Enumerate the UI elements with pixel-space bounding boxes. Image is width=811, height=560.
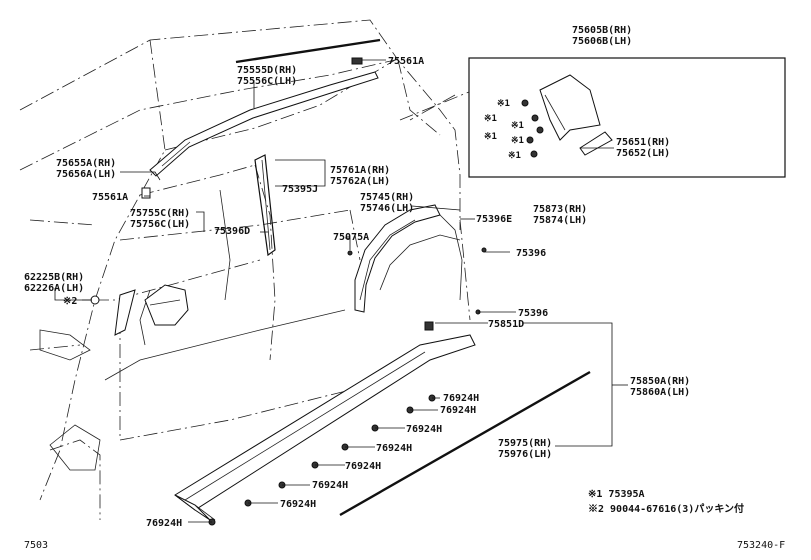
inset-note1-f: ※1 [508, 151, 521, 161]
vehicle-body-outline [19, 19, 471, 520]
label-75652: 75652(LH) [616, 148, 670, 159]
label-76924H-3: 76924H [406, 424, 442, 435]
label-75655A: 75655A(RH) [56, 158, 116, 169]
inset-note1-c: ※1 [511, 121, 524, 131]
door-frame [104, 154, 346, 381]
legend-note1: ※1 75395A [588, 489, 645, 500]
legend: ※1 75395A ※2 90044-67616(3)パッキン付 [588, 489, 744, 515]
front-lamp [39, 329, 91, 361]
fender-arch [347, 204, 487, 315]
inset-detail [399, 57, 786, 178]
label-75745: 75745(RH) [360, 192, 414, 203]
label-62225B: 62225B(RH) [24, 272, 84, 283]
side-skirt [174, 321, 591, 521]
label-75756C: 75756C(LH) [130, 219, 190, 230]
label-75396D: 75396D [214, 226, 250, 237]
label-75762A: 75762A(LH) [330, 176, 390, 187]
label-75975: 75975(RH) [498, 438, 552, 449]
label-76924H-5: 76924H [345, 461, 381, 472]
inset-note1-a: ※1 [497, 99, 510, 109]
label-75396E: 75396E [476, 214, 512, 225]
label-76924H-7: 76924H [280, 499, 316, 510]
label-76924H-2: 76924H [440, 405, 476, 416]
label-75873: 75873(RH) [533, 204, 587, 215]
label-76924H-8: 76924H [146, 518, 182, 529]
label-75874: 75874(LH) [533, 215, 587, 226]
label-62226A: 62226A(LH) [24, 283, 84, 294]
part-labels: 75605B(RH) 75606B(LH) 75555D(RH) 75556C(… [24, 25, 690, 529]
label-75075A: 75075A [333, 232, 369, 243]
label-75395J: 75395J [282, 184, 318, 195]
label-75746: 75746(LH) [360, 203, 414, 214]
label-75561A-top: 75561A [388, 56, 424, 67]
label-75396-b: 75396 [518, 308, 548, 319]
label-75860A: 75860A(LH) [630, 387, 690, 398]
label-75976: 75976(LH) [498, 449, 552, 460]
roof-clip-top [351, 57, 363, 65]
inset-note1-e: ※1 [511, 136, 524, 146]
label-75761A: 75761A(RH) [330, 165, 390, 176]
legend-note2: ※2 90044-67616(3)パッキン付 [588, 502, 744, 515]
label-75396-a: 75396 [516, 248, 546, 259]
label-75651: 75651(RH) [616, 137, 670, 148]
label-note2-marker: ※2 [63, 296, 77, 307]
label-75656A: 75656A(LH) [56, 169, 116, 180]
label-76924H-6: 76924H [312, 480, 348, 491]
inset-note1-b: ※1 [484, 114, 497, 124]
label-75755C: 75755C(RH) [130, 208, 190, 219]
label-75605B: 75605B(RH) [572, 25, 632, 36]
roof-clip-left [141, 187, 151, 199]
label-75850A: 75850A(RH) [630, 376, 690, 387]
label-75851D: 75851D [488, 319, 524, 330]
label-75555D: 75555D(RH) [237, 65, 297, 76]
side-mirror [90, 284, 189, 336]
label-75556C: 75556C(LH) [237, 76, 297, 87]
footer-figure-code: 753240-F [737, 540, 785, 551]
inset-note1-d: ※1 [484, 132, 497, 142]
leader-lines [54, 59, 628, 523]
roof-moulding [149, 38, 381, 177]
label-75561A-left: 75561A [92, 192, 128, 203]
label-76924H-1: 76924H [443, 393, 479, 404]
label-76924H-4: 76924H [376, 443, 412, 454]
front-wheel-hint [49, 424, 101, 471]
footer-page-code: 7503 [24, 540, 48, 551]
label-75606B: 75606B(LH) [572, 36, 632, 47]
